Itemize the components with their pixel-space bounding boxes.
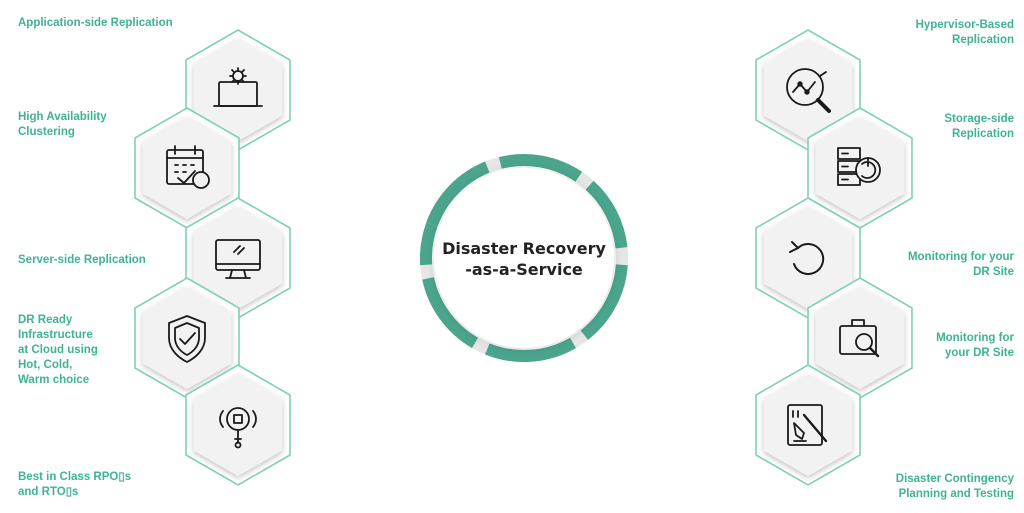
document-pen-icon (787, 404, 828, 446)
label-high-availability-clustering: High Availability Clustering (18, 111, 107, 138)
ring-segment-7 (419, 222, 438, 266)
label-application-side-replication: Application-side Replication (18, 17, 173, 29)
ring-segment-2 (498, 154, 583, 182)
label-monitoring-dr-site-2: Monitoring for your DR Site (936, 332, 1014, 359)
hex-right-2 (807, 107, 913, 229)
ring-segment-1 (426, 161, 490, 227)
chart-magnifier-icon (786, 68, 831, 113)
hex-tile (763, 374, 853, 476)
hex-left-3 (185, 197, 291, 319)
hex-tile (142, 287, 232, 389)
hex-right-5 (755, 364, 861, 486)
hex-left-2 (134, 107, 240, 229)
label-best-in-class-rpo-rto: Best in Class RPO▯s and RTO▯s (18, 471, 132, 498)
label-monitoring-dr-site-1: Monitoring for your DR Site (907, 251, 1014, 278)
label-server-side-replication: Server-side Replication (18, 254, 146, 266)
label-storage-side-replication: Storage-side Replication (944, 113, 1014, 140)
center-circle (434, 168, 614, 348)
calendar-check-icon (166, 145, 210, 189)
undo-arrow-icon (789, 241, 825, 276)
ring-gap-4 (569, 330, 589, 349)
ring-segment-4 (580, 264, 628, 340)
hex-left-4 (134, 277, 240, 399)
monitor-icon (215, 239, 261, 279)
ring-segment-3 (585, 180, 628, 249)
ring-segment-5 (485, 337, 576, 362)
label-dr-ready-infrastructure: DR Ready Infrastructure at Cloud using H… (18, 314, 98, 386)
ring-gap-6 (420, 264, 434, 280)
ring-gap-2 (575, 171, 594, 190)
hex-tile (193, 374, 283, 476)
ring-gap-5 (471, 337, 490, 355)
hex-tile (193, 39, 283, 141)
center-title: Disaster Recovery -as-a-Service (442, 239, 606, 279)
hex-left-5 (185, 364, 291, 486)
ring-gap-3 (615, 247, 629, 266)
hex-tile (763, 207, 853, 309)
laptop-gear-icon (213, 67, 263, 107)
center-ring (419, 154, 629, 362)
hex-left-1 (185, 29, 291, 151)
briefcase-search-icon (839, 319, 880, 358)
label-disaster-contingency-planning: Disaster Contingency Planning and Testin… (895, 473, 1014, 500)
hex-tile (193, 207, 283, 309)
label-hypervisor-based-replication: Hypervisor-Based Replication (915, 19, 1014, 46)
hex-right-4 (807, 277, 913, 399)
shield-check-icon (168, 315, 206, 363)
hex-right-3 (755, 197, 861, 319)
hex-tile (142, 117, 232, 219)
ring-gap-1 (485, 157, 502, 173)
ring-segment-6 (422, 276, 479, 349)
server-refresh-icon (837, 147, 881, 186)
location-target-icon (219, 407, 257, 449)
hex-right-1 (755, 29, 861, 151)
